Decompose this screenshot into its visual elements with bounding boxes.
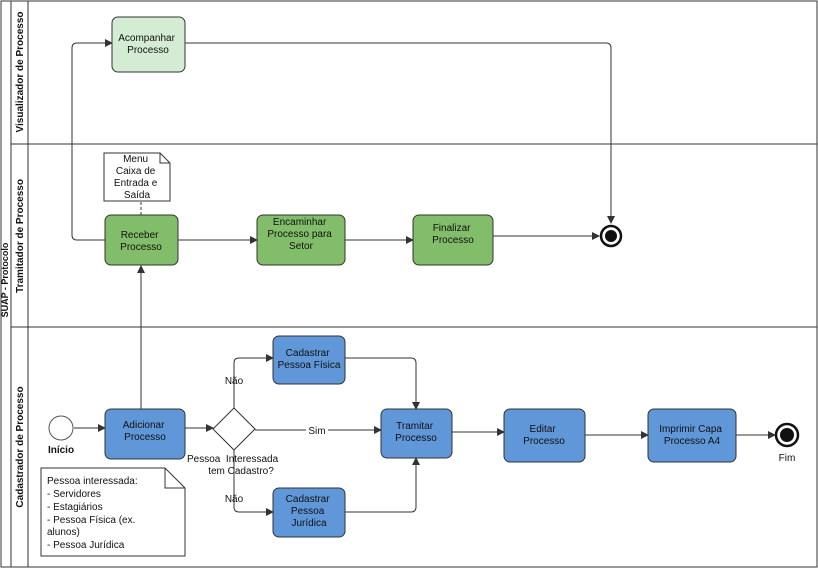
task-finalizar-label: Finalizar Processo [432, 223, 474, 246]
flow-fisica-tramitar [345, 357, 420, 410]
end-event-label: Fim [779, 453, 796, 464]
annotation-menu-text: Menu Caixa de Entrada e Saída [114, 154, 160, 201]
flow-label-sim: Sim [308, 426, 325, 437]
task-receber-processo[interactable] [104, 214, 179, 266]
flow-juridica-tramitar [345, 457, 420, 513]
start-event [48, 415, 74, 441]
flow-label-sim-bg [306, 424, 328, 436]
task-acompanhar-label: Acompanhar Processo [118, 33, 177, 56]
end-event-fim-fill [780, 428, 794, 442]
annotation-pessoa-text: Pessoa interessada: - Servidores - Estag… [47, 476, 140, 551]
task-adicionar-label: Adicionar Processo [123, 420, 167, 443]
lane-label-cadastrador: Cadastrador de Processo [15, 386, 26, 507]
annotation-menu-fold [159, 153, 170, 164]
task-acompanhar-processo[interactable] [111, 16, 186, 73]
lane-label-visualizador: Visualizador de Processo [15, 12, 26, 133]
task-cadastrar-pessoa-fisica[interactable] [272, 335, 346, 385]
task-tramitar-label: Tramitar Processo [395, 421, 437, 444]
task-tramitar-processo[interactable] [380, 408, 453, 459]
task-imprimir-label: Imprimir Capa Processo A4 [659, 424, 725, 447]
task-finalizar-processo[interactable] [412, 214, 494, 266]
task-cadastrar-pessoa-juridica[interactable] [272, 487, 346, 538]
flow-acompanhar-fim [185, 42, 615, 224]
task-editar-label: Editar Processo [523, 424, 565, 447]
end-event-tramitador-fill [605, 230, 617, 242]
task-adicionar-processo[interactable] [104, 408, 186, 460]
task-receber-label: Receber Processo [120, 230, 162, 253]
task-cad-juridica-label: Cadastrar Pessoa Jurídica [286, 494, 333, 529]
pool-label: SUAP - Protocolo [0, 242, 10, 317]
flow-nao-fisica [233, 354, 274, 408]
annotation-pessoa-fold [164, 468, 185, 489]
annotation-menu [103, 152, 171, 202]
task-imprimir-capa[interactable] [647, 408, 737, 463]
gateway-label: Pessoa Interessada tem Cadastro? [187, 454, 281, 477]
flow-label-nao-top: Não [225, 376, 244, 387]
task-editar-processo[interactable] [503, 408, 586, 463]
flow-label-nao-bottom: Não [225, 494, 244, 505]
gateway-cadastro [212, 407, 256, 451]
task-cad-fisica-label: Cadastrar Pessoa Física [278, 348, 341, 371]
task-encaminhar-processo[interactable] [256, 214, 346, 266]
annotation-pessoa [40, 467, 186, 557]
task-encaminhar-label: Encaminhar Processo para Setor [267, 217, 334, 252]
lane-label-tramitador: Tramitador de Processo [15, 179, 26, 293]
flow-receber-acompanhar [71, 39, 113, 241]
start-event-label: Início [48, 445, 74, 456]
flow-nao-juridica [233, 450, 274, 516]
